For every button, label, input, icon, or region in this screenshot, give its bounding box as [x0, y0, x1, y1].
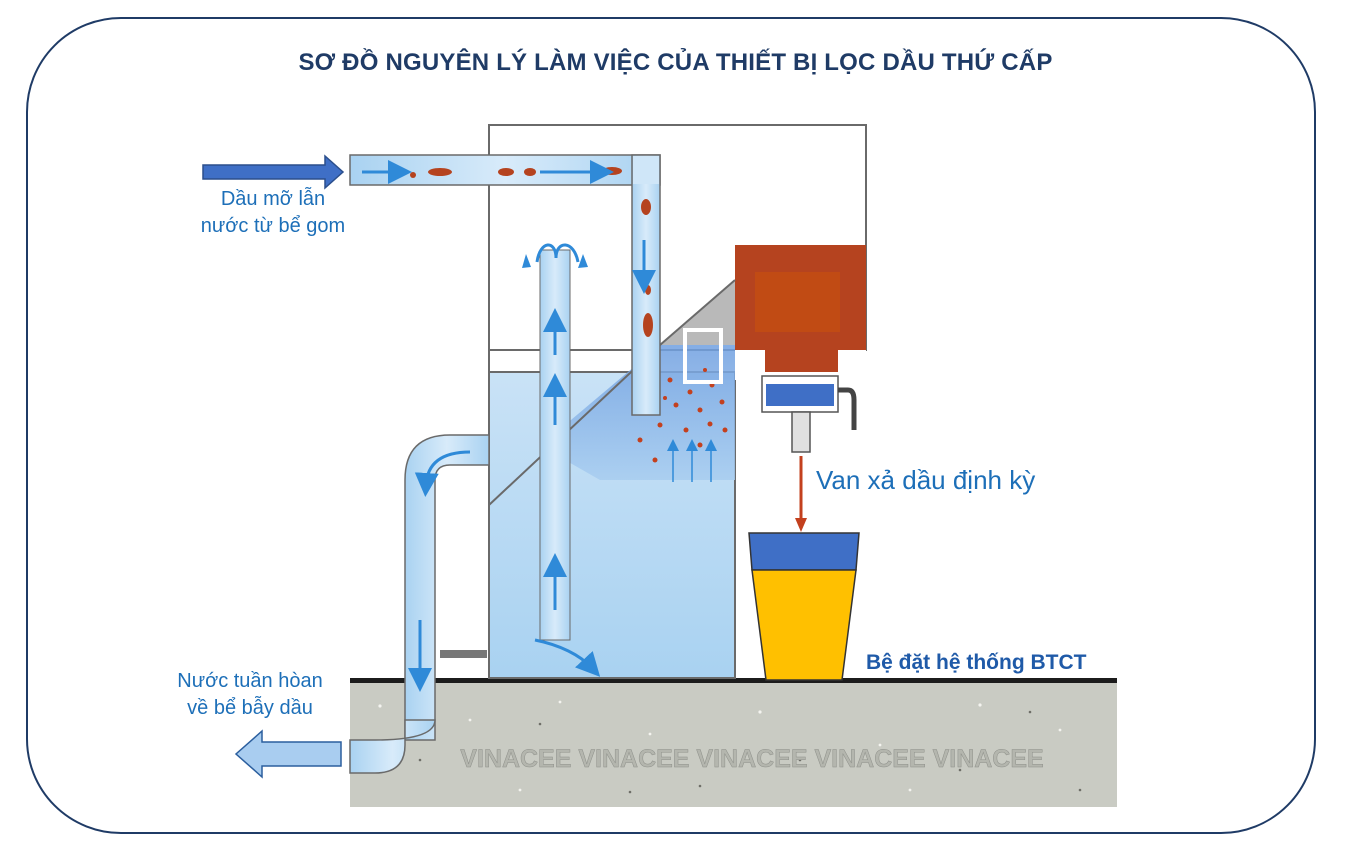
riser-pipe [522, 243, 601, 677]
inlet-label-line1: Dầu mỡ lẫn [220, 188, 326, 210]
valve-label: Van xả dầu định kỳ [816, 465, 1036, 495]
drain-valve [761, 375, 857, 532]
inlet-label-line2: nước từ bể gom [200, 215, 346, 237]
outlet-label: Nước tuần hòan về bể bẫy dầu [150, 668, 350, 722]
outlet-arrow [234, 729, 342, 779]
rounded-frame [26, 17, 1316, 834]
inlet-label: Dầu mỡ lẫn nước từ bể gom [168, 186, 378, 240]
base-label: Bệ đặt hệ thống BTCT [866, 651, 1087, 674]
watermark: VINACEE VINACEE VINACEE VINACEE VINACEE [460, 745, 1043, 773]
inlet-arrow [202, 154, 345, 190]
inlet-pipe [349, 154, 661, 416]
inspection-window [683, 328, 723, 384]
diagram-title: SƠ ĐỒ NGUYÊN LÝ LÀM VIỆC CỦA THIẾT BỊ LỌ… [298, 49, 1053, 76]
rising-flow-arrows [667, 439, 717, 482]
oil-container [748, 532, 860, 681]
outlet-label-line2: về bể bẫy dầu [187, 697, 313, 719]
outlet-label-line1: Nước tuần hòan [177, 670, 323, 692]
oil-hopper [659, 245, 866, 372]
concrete-base [350, 678, 1117, 807]
outlet-pipe [349, 434, 490, 774]
